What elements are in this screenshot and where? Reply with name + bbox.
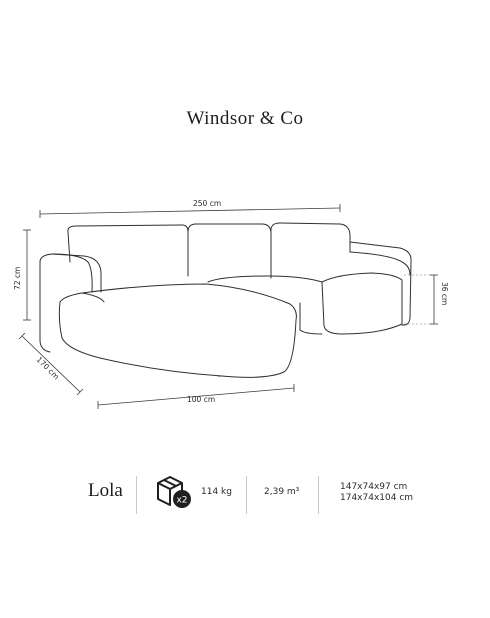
brand-title: Windsor & Co bbox=[186, 108, 304, 129]
package-dimension-2: 174x74x104 cm bbox=[340, 493, 414, 503]
package-dimension-1: 147x74x97 cm bbox=[340, 482, 408, 492]
divider bbox=[318, 476, 319, 514]
sofa-outline bbox=[39, 222, 412, 378]
dimension-lines bbox=[18, 204, 438, 409]
product-name: Lola bbox=[88, 480, 123, 501]
dimension-label-width: 250 cm bbox=[193, 199, 221, 208]
divider bbox=[136, 476, 137, 514]
dimension-label-height: 72 cm bbox=[13, 267, 22, 290]
package-count: x2 bbox=[176, 496, 187, 506]
dimension-label-chaise: 100 cm bbox=[187, 395, 215, 404]
box-icon: x2 bbox=[157, 476, 191, 508]
dimension-guides bbox=[404, 274, 430, 325]
sofa-diagram: 250 cm 72 cm 170 cm 100 cm 36 cm bbox=[13, 199, 449, 409]
package-dimensions: 147x74x97 cm 174x74x104 cm bbox=[340, 482, 413, 504]
volume-value: 2,39 m³ bbox=[264, 487, 300, 497]
product-info-bar: Lola x2 114 kg 2,39 m³ 147x74x97 cm 174x… bbox=[0, 470, 490, 516]
dimension-label-depth: 170 cm bbox=[35, 355, 61, 381]
divider bbox=[246, 476, 247, 514]
dimension-label-seat-height: 36 cm bbox=[440, 282, 449, 305]
weight-value: 114 kg bbox=[201, 487, 232, 497]
